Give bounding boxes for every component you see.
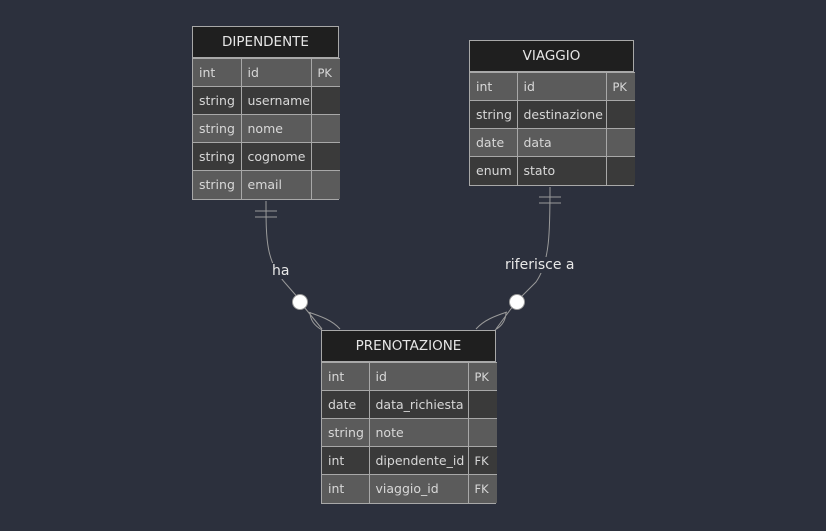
attribute-type: int [193, 58, 242, 87]
attribute-type: string [470, 100, 518, 129]
edge-viaggio-prenotazione [515, 186, 551, 303]
attribute-key: PK [467, 362, 497, 391]
attribute-name: username [240, 86, 312, 115]
attribute-type: string [193, 86, 242, 115]
entity-title: VIAGGIO [470, 41, 633, 72]
attribute-key [310, 170, 340, 199]
relationship-label-ha: ha [270, 263, 292, 279]
attribute-type: string [193, 114, 242, 143]
attribute-key [310, 114, 340, 143]
attribute-name: data_richiesta [368, 390, 469, 419]
attribute-name: nome [240, 114, 312, 143]
zero-marker-viaggio [509, 294, 525, 310]
attribute-type: string [322, 418, 370, 447]
attribute-name: viaggio_id [368, 474, 469, 503]
attribute-name: note [368, 418, 469, 447]
attribute-type: enum [470, 156, 518, 185]
attribute-type: string [193, 170, 242, 199]
attribute-name: dipendente_id [368, 446, 469, 475]
attribute-type: int [322, 362, 370, 391]
attribute-name: destinazione [516, 100, 607, 129]
attribute-key [467, 418, 497, 447]
attribute-key [605, 100, 635, 129]
attribute-key [467, 390, 497, 419]
relationship-label-riferisce-a: riferisce a [503, 257, 577, 273]
attribute-key [310, 86, 340, 115]
attribute-key [310, 142, 340, 171]
entity-title: PRENOTAZIONE [322, 331, 495, 362]
entity-title: DIPENDENTE [193, 27, 338, 58]
zero-marker-dipendente [292, 294, 308, 310]
attribute-name: id [516, 72, 607, 101]
attribute-key: PK [605, 72, 635, 101]
attribute-type: string [193, 142, 242, 171]
attribute-name: stato [516, 156, 607, 185]
attribute-type: date [470, 128, 518, 157]
attribute-type: int [470, 72, 518, 101]
attribute-name: email [240, 170, 312, 199]
attribute-type: int [322, 474, 370, 503]
attribute-name: id [368, 362, 469, 391]
attribute-name: id [240, 58, 312, 87]
edge-dipendente-prenotazione [265, 200, 301, 301]
attribute-key [605, 128, 635, 157]
attribute-name: data [516, 128, 607, 157]
attribute-name: cognome [240, 142, 312, 171]
crow-foot-viaggio [475, 301, 517, 331]
attribute-type: int [322, 446, 370, 475]
attribute-key: FK [467, 474, 497, 503]
attribute-key: PK [310, 58, 340, 87]
attribute-key [605, 156, 635, 185]
attribute-type: date [322, 390, 370, 419]
attribute-key: FK [467, 446, 497, 475]
